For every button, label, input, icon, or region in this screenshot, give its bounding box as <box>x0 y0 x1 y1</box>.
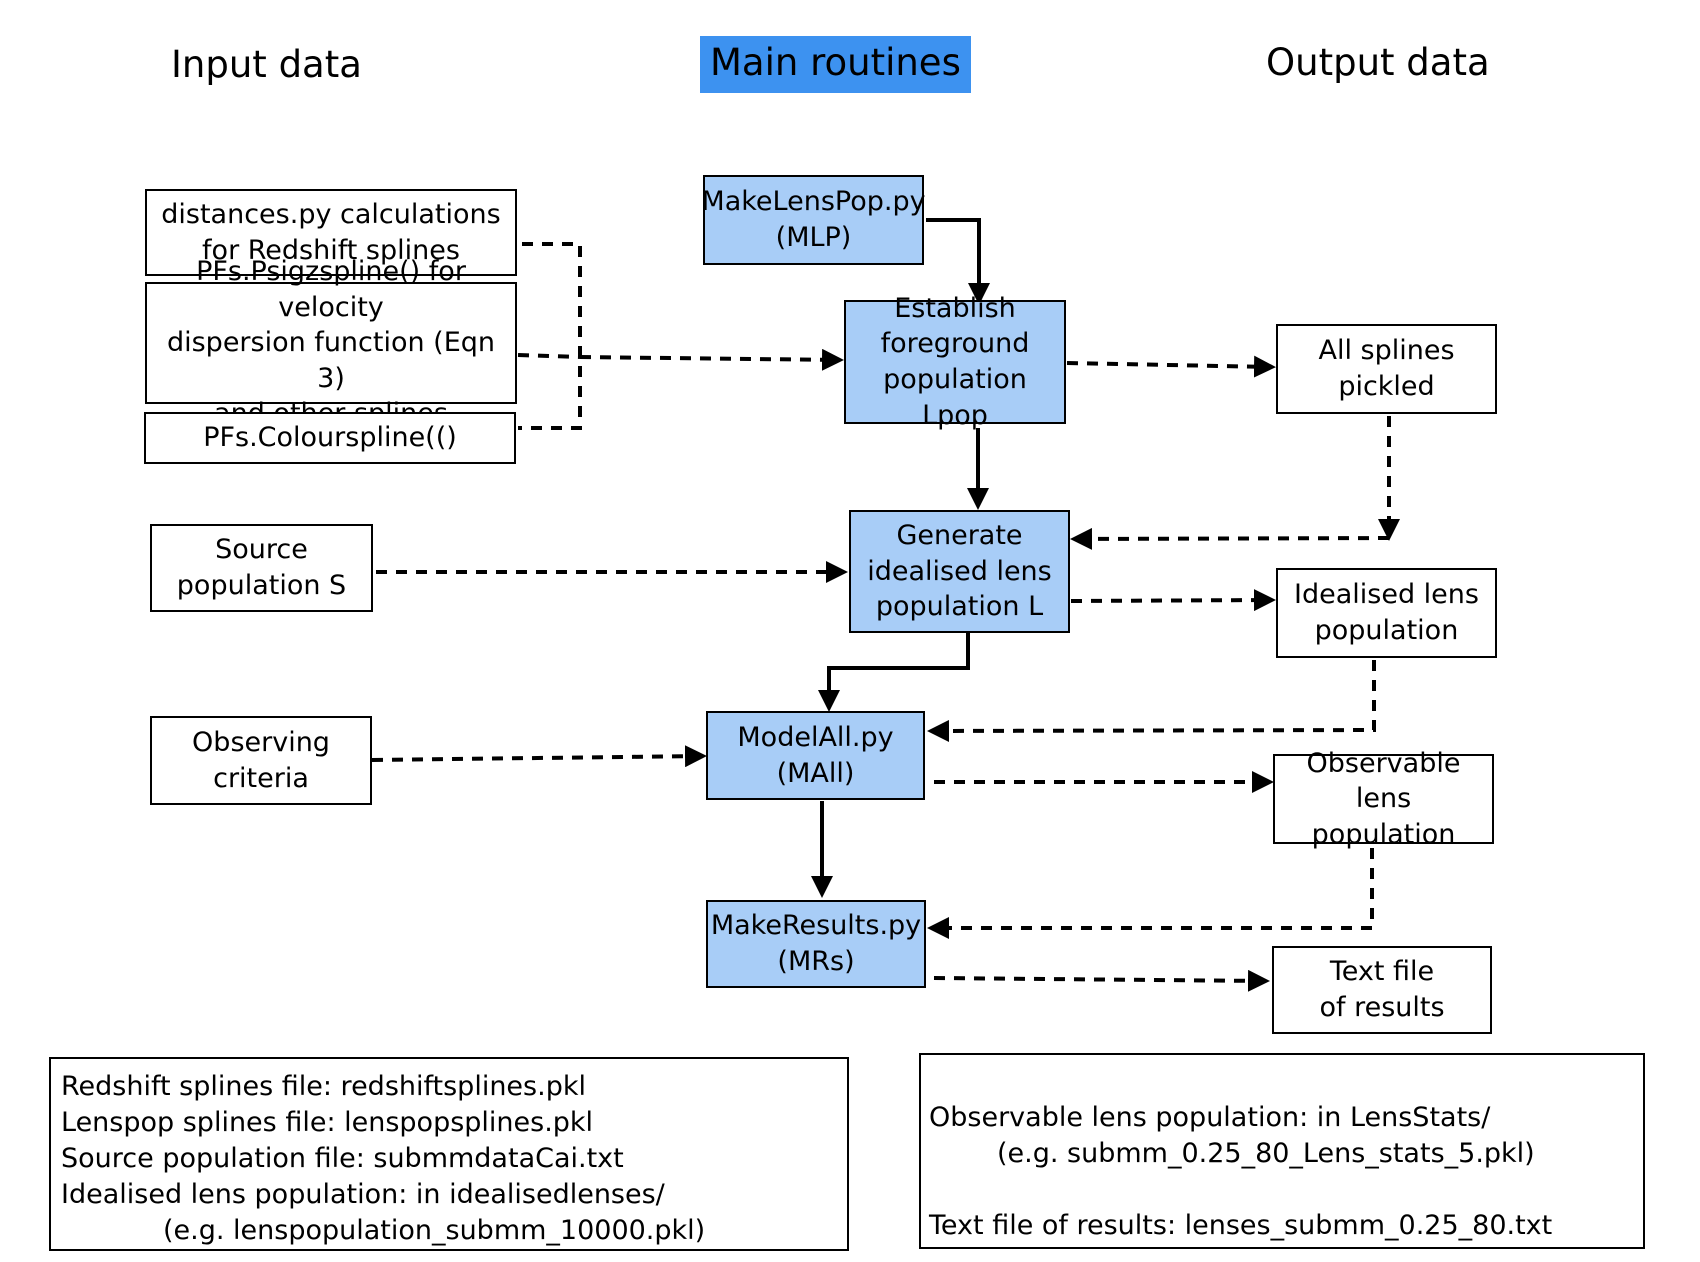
input-data-heading: Input data <box>171 43 362 86</box>
output-files-note: Observable lens population: in LensStats… <box>919 1053 1645 1249</box>
arrow-generate-to-idealised <box>1070 589 1276 612</box>
input-colourspline-box: PFs.Colourspline(() <box>144 412 516 464</box>
note-line: (e.g. lenspopulation_submm_10000.pkl) <box>163 1214 706 1246</box>
note-line: Observable lens population: in LensStats… <box>929 1102 1491 1133</box>
input-source-population-box: Source population S <box>150 524 373 612</box>
arrow-splines-to-establish <box>579 348 844 371</box>
routine-makelenspop-box: MakeLensPop.py (MLP) <box>701 175 926 265</box>
spline-inputs-bracket <box>518 242 582 430</box>
input-files-note: Redshift splines file: redshiftsplines.p… <box>49 1057 849 1251</box>
arrow-generate-to-modelall <box>818 633 970 712</box>
arrow-makeresults-to-textfile <box>933 969 1270 992</box>
note-spacer <box>929 1172 1643 1208</box>
output-data-heading: Output data <box>1266 41 1490 84</box>
note-line: Redshift splines file: redshiftsplines.p… <box>61 1071 586 1102</box>
routine-generate-idealised-box: Generate idealised lens population L <box>849 510 1070 633</box>
output-idealised-population-box: Idealised lens population <box>1276 568 1497 658</box>
routine-makeresults-box: MakeResults.py (MRs) <box>706 900 926 988</box>
routine-modelall-box: ModelAll.py (MAll) <box>706 711 925 800</box>
note-line: Text file of results: lenses_submm_0.25_… <box>929 1209 1553 1241</box>
arrow-establish-to-splines <box>1066 355 1276 378</box>
output-text-file-box: Text file of results <box>1272 946 1492 1034</box>
arrow-splines-to-generate <box>1070 527 1390 550</box>
arrow-criteria-to-modelall <box>371 745 707 768</box>
arrow-idealised-to-modelall <box>927 660 1376 742</box>
arrow-observable-to-makeresults <box>927 848 1374 939</box>
output-all-splines-box: All splines pickled <box>1276 324 1497 414</box>
arrow-mlp-to-establish <box>926 218 990 305</box>
note-line: (e.g. submm_0.25_80_Lens_stats_5.pkl) <box>997 1137 1535 1169</box>
bracket-join-psigz <box>517 353 581 359</box>
note-line: Idealised lens population: in idealisedl… <box>61 1178 665 1210</box>
note-line: Lenspop splines file: lenspopsplines.pkl <box>61 1106 594 1138</box>
routine-establish-foreground-box: Establish foreground population Lpop <box>844 293 1066 431</box>
input-distances-box: distances.py calculations for Redshift s… <box>145 189 517 276</box>
input-observing-criteria-box: Observing criteria <box>150 716 372 805</box>
note-line: Source population file: submmdataCai.txt <box>61 1142 624 1174</box>
main-routines-heading: Main routines <box>700 36 971 93</box>
input-psigzspline-box: PFs.Psigzspline() for velocity dispersio… <box>145 256 517 429</box>
output-observable-population-box: Observable lens population <box>1273 748 1494 850</box>
